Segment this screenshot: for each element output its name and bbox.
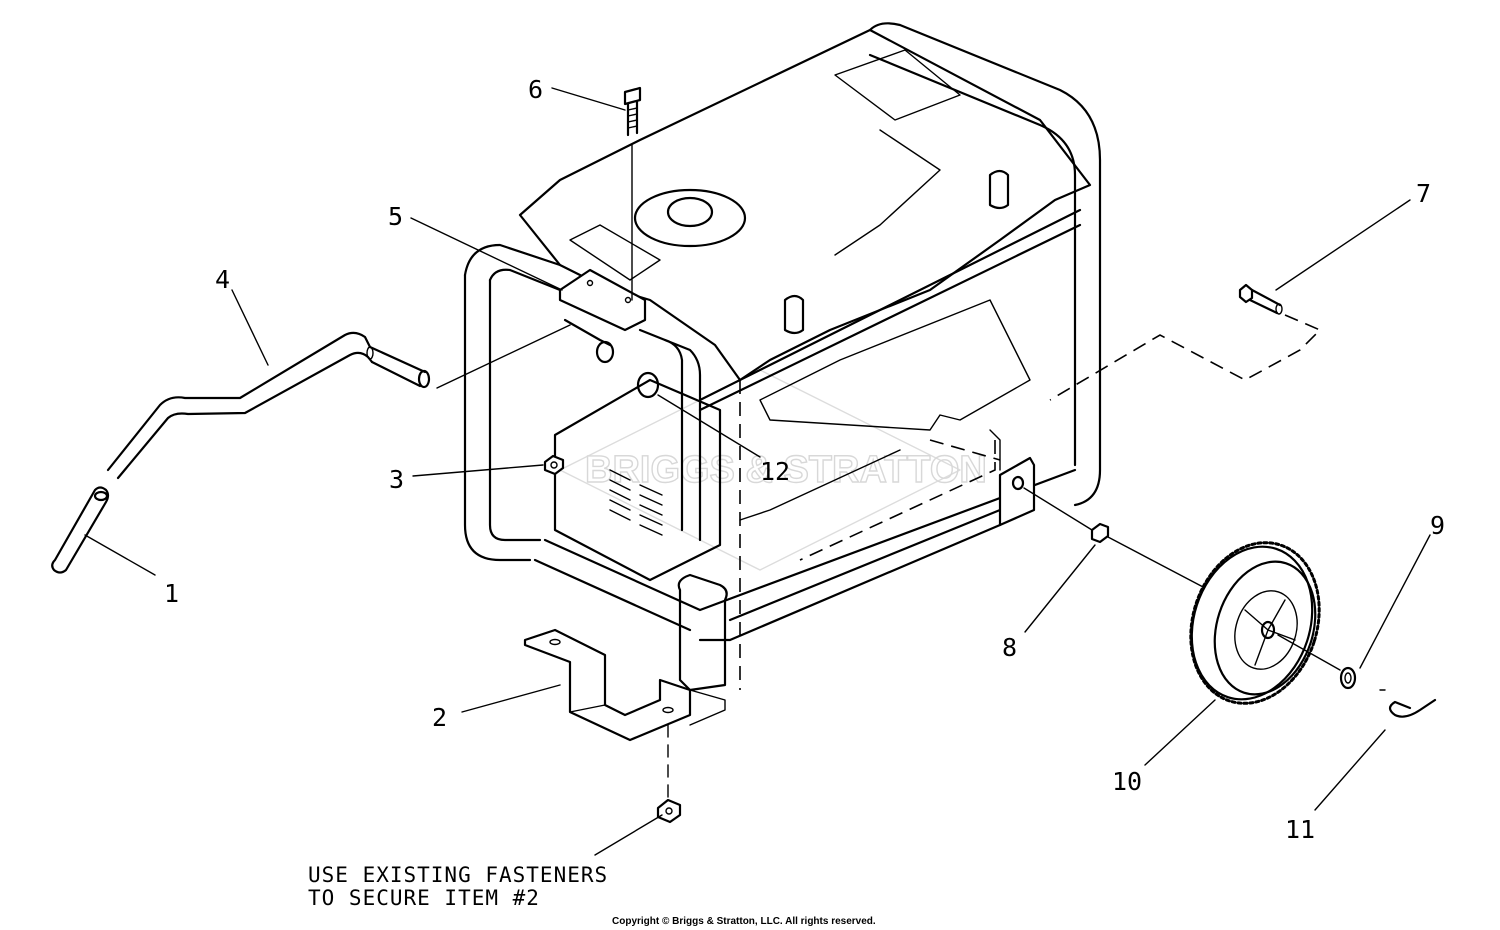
callout-6: 6 <box>528 75 543 104</box>
callout-8: 8 <box>1002 633 1017 662</box>
callout-9: 9 <box>1430 511 1445 540</box>
callout-4: 4 <box>215 265 230 294</box>
watermark-logo: BRIGGS & STRATTON <box>559 369 988 571</box>
callout-labels: 1 2 3 4 5 6 7 8 9 10 11 12 <box>164 75 1445 844</box>
part-10-wheel <box>1189 541 1321 705</box>
callout-2: 2 <box>432 703 447 732</box>
part-1-handle-grip <box>51 486 110 574</box>
part-4-handle <box>106 331 431 480</box>
callout-1: 1 <box>164 579 179 608</box>
part-11-hairpin <box>1379 689 1437 718</box>
vent-grille <box>609 469 663 536</box>
axle-plate <box>998 456 1036 527</box>
callout-12: 12 <box>760 457 790 486</box>
callout-10: 10 <box>1112 767 1142 796</box>
note-line-2: TO SECURE ITEM #2 <box>308 886 540 910</box>
part-7-axle-pin <box>1049 283 1322 401</box>
part-3-nut <box>543 454 565 476</box>
part-9-washer <box>1339 666 1357 690</box>
part-2-mounting-bracket <box>523 628 726 742</box>
callout-11: 11 <box>1285 815 1315 844</box>
part-8-nut <box>1090 522 1110 544</box>
callout-3: 3 <box>389 465 404 494</box>
flange-nut <box>656 724 682 824</box>
part-6-bolt <box>623 86 642 301</box>
watermark-text: BRIGGS & STRATTON <box>585 449 987 491</box>
note-line-1: USE EXISTING FASTENERS <box>308 863 608 887</box>
generator-assembly <box>463 22 1102 692</box>
callout-7: 7 <box>1416 179 1431 208</box>
leader-lines <box>84 87 1431 856</box>
copyright-notice: Copyright © Briggs & Stratton, LLC. All … <box>612 916 876 927</box>
assembly-note: USE EXISTING FASTENERS TO SECURE ITEM #2 <box>308 863 608 910</box>
part-5-bracket <box>558 268 660 399</box>
callout-5: 5 <box>388 202 403 231</box>
